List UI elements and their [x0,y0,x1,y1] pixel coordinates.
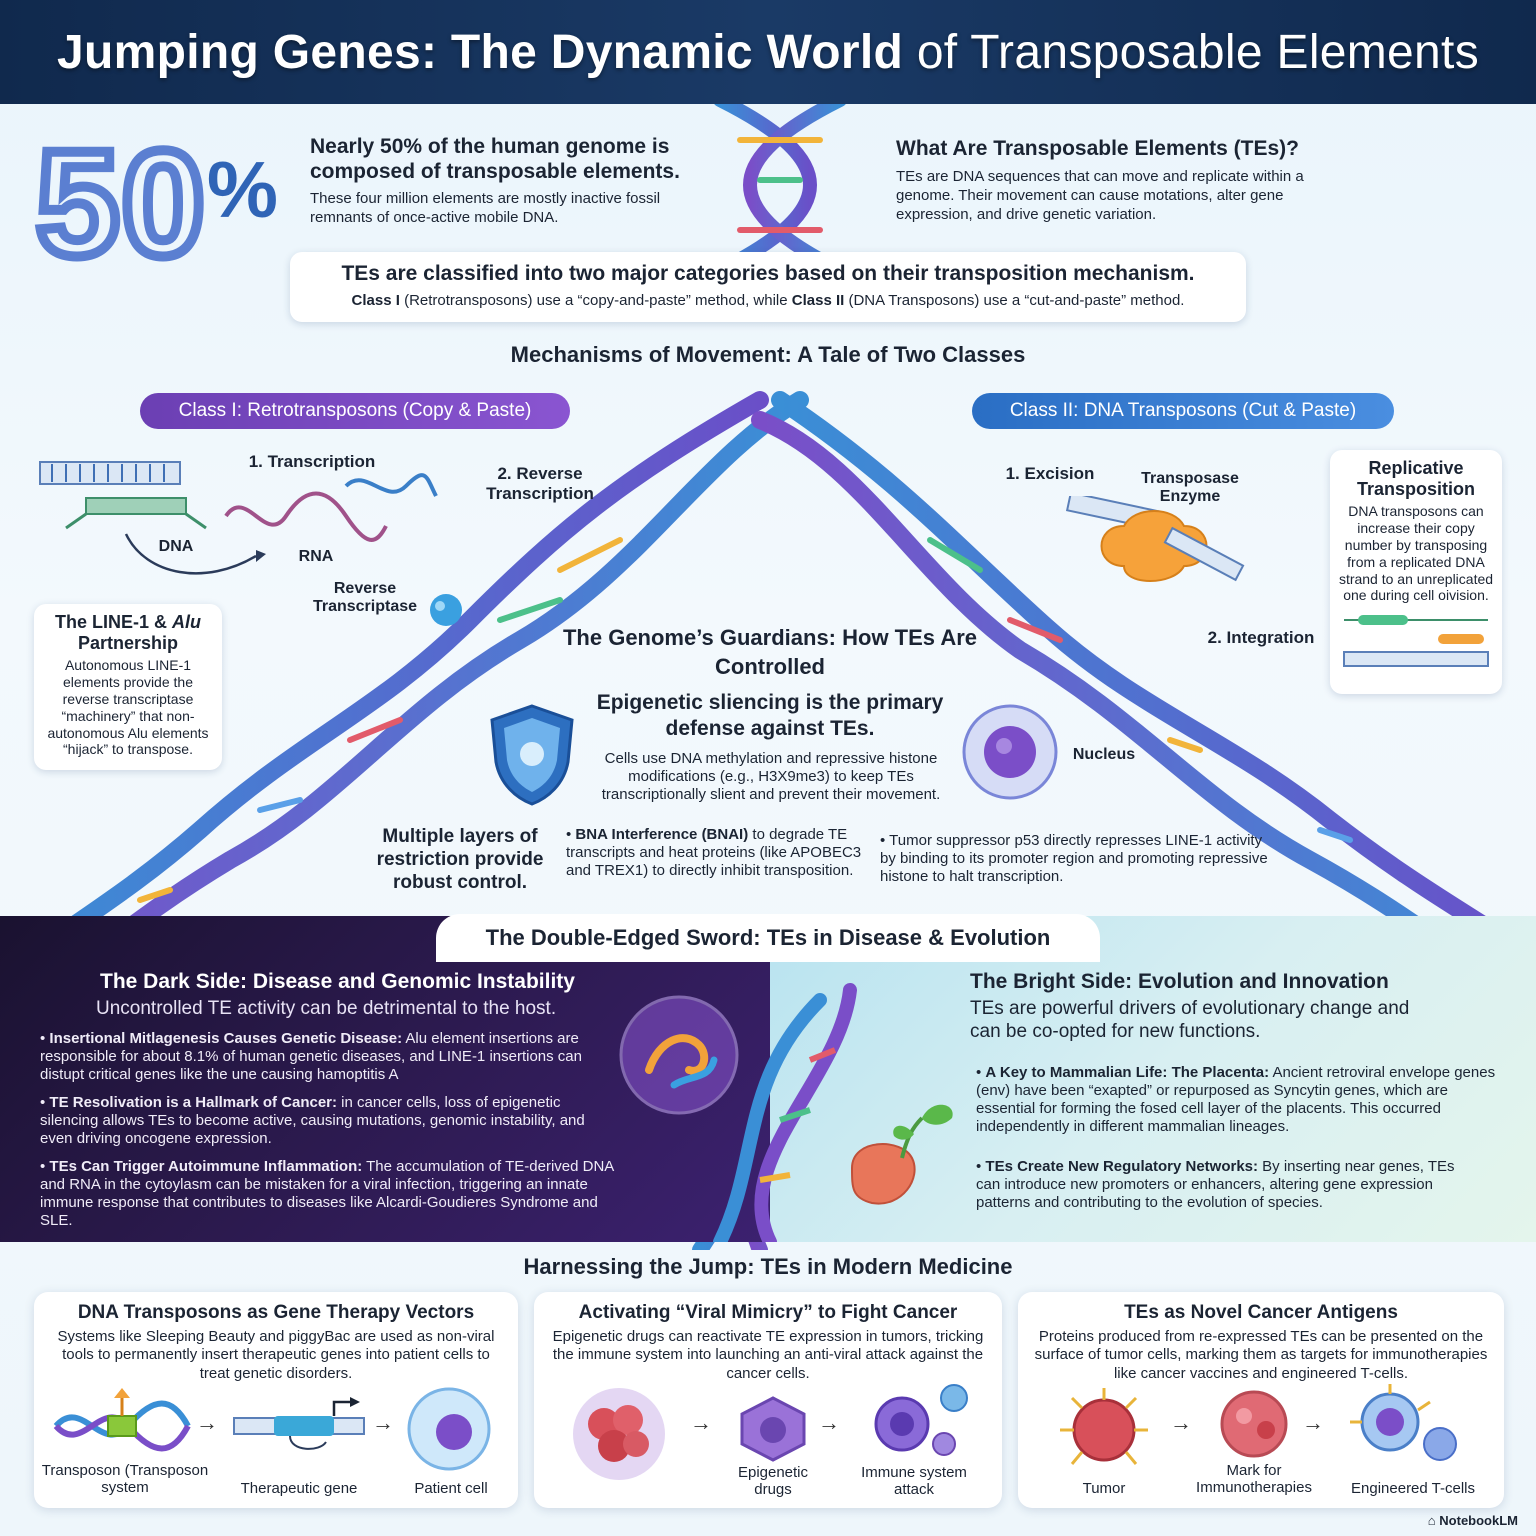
title-bold: Jumping Genes: The Dynamic World [56,25,904,79]
bright-side-heading: The Bright Side: Evolution and Innovatio… [970,970,1389,993]
medicine-title: Harnessing the Jump: TEs in Modern Medic… [523,1254,1013,1279]
guardians-title: The Genome’s Guardians: How TEs Are Cont… [562,625,977,679]
replicative-heading: Replicative Transposition [1356,458,1475,499]
step-reverse-transcription-label: 2. Reverse Transcription [486,464,594,503]
percent-sign: % [206,145,280,234]
classification-headline: TEs are classified into two major catego… [341,262,1195,285]
title-light: of Transposable Elements [916,25,1479,79]
mechanisms-title: Mechanisms of Movement: A Tale of Two Cl… [510,342,1026,367]
card3-caption-tcells: Engineered T-cells [1351,1480,1475,1497]
layers-heading: Multiple layers of restriction provide r… [376,826,544,893]
epigenetic-drug-cell-icon [740,1396,806,1462]
marked-tumor-icon [1220,1390,1288,1458]
nucleus-icon [962,704,1058,800]
step-integration-label: 2. Integration [1207,628,1315,647]
replicative-diagram [1343,615,1489,668]
virus-cell-icon [619,995,739,1115]
card3-arrow-2: → [1302,1410,1324,1435]
card2-text: Epigenetic drugs can reactivate TE expre… [552,1328,984,1382]
card3-caption-tumor: Tumor [1082,1480,1126,1497]
card1-arrow-2: → [372,1410,394,1435]
guardians-bullet-p53: • Tumor suppressor p53 directly represse… [880,832,1268,885]
patient-cell-icon [407,1387,491,1471]
stat-headline: Nearly 50% of the human genome is compos… [310,135,680,184]
card3-arrow-1: → [1170,1410,1192,1435]
dark-bullet-cancer: • TE Resolivation is a Hallmark of Cance… [40,1094,585,1147]
card1-caption-cell: Patient cell [414,1480,488,1497]
card1-caption-transposon: Transposon (Transposon system [41,1462,209,1497]
enzyme-blob-icon [430,594,462,626]
card3-text: Proteins produced from re-expressed TEs … [1034,1328,1488,1382]
sword-title: The Double-Edged Sword: TEs in Disease &… [436,914,1100,962]
dark-side-heading: The Dark Side: Disease and Genomic Insta… [100,970,575,993]
classification-subtext: Class I (Retrotransposons) use a “copy-a… [351,292,1185,309]
brand-icon: ⌂ [1427,1513,1436,1528]
card1-text: Systems like Sleeping Beauty and piggyBa… [57,1328,495,1382]
class1-pill: Class I: Retrotransposons (Copy & Paste) [140,393,570,429]
card1-caption-gene: Therapeutic gene [240,1480,358,1497]
excision-diagram [1065,496,1245,582]
nucleus-label: Nucleus [1072,746,1136,763]
card1-arrow-1: → [196,1410,218,1435]
step-transcription-label: 1. Transcription [248,452,376,471]
engineered-tcell-icon [1350,1384,1457,1461]
brand-label: ⌂ NotebookLM [1427,1513,1518,1528]
dna-helix-art [0,100,1536,1250]
immune-attack-icon [874,1384,968,1456]
stat-subtext: These four million elements are mostly i… [310,190,661,226]
dark-side-subtext: Uncontrolled TE activity can be detrimen… [96,998,557,1019]
card2-arrow-2: → [818,1410,840,1435]
step-excision-label: 1. Excision [1005,464,1095,483]
placenta-sprout-icon [850,1104,953,1205]
transposase-label: Transposase Enzyme [1141,470,1239,506]
card3-caption-mark: Mark for Immunotherapies [1196,1462,1312,1497]
bright-bullet-placenta: • A Key to Mammalian Life: The Placenta:… [976,1064,1496,1135]
class2-pill: Class II: DNA Transposons (Cut & Paste) [972,393,1394,429]
transcription-diagram [39,461,438,575]
card1-heading: DNA Transposons as Gene Therapy Vectors [77,1302,475,1323]
what-headline: What Are Transposable Elements (TEs)? [896,137,1299,160]
dark-bullet-mutagenesis: • Insertional Mitlagenesis Causes Geneti… [40,1030,582,1083]
replicative-text: DNA transposons can increase their copy … [1338,503,1494,604]
card3-heading: TEs as Novel Cancer Antigens [1124,1302,1398,1323]
page-header: Jumping Genes: The Dynamic World of Tran… [0,0,1536,104]
therapeutic-gene-icon [233,1397,365,1450]
tumor-antigen-icon [1060,1388,1148,1465]
guardians-sub-text: Cells use DNA methylation and repressive… [601,750,941,803]
guardians-bullet-rnai: • BNA Interference (BNAI) to degrade TE … [566,826,862,879]
card2-caption-attack: Immune system attack [861,1464,967,1499]
card2-caption-drugs: Epigenetic drugs [737,1464,809,1499]
classification-box: TEs are classified into two major catego… [290,252,1246,322]
dna-label: DNA [158,538,194,555]
bright-side-subtext: TEs are powerful drivers of evolutionary… [970,998,1410,1042]
lower-helix-art [713,983,857,1242]
line1-callout-text: Autonomous LINE-1 elements provide the r… [47,657,209,758]
card2-arrow-1: → [690,1410,712,1435]
card2-heading: Activating “Viral Mimicry” to Fight Canc… [578,1302,958,1323]
rna-label: RNA [298,548,334,565]
shield-icon [490,704,574,806]
reverse-transcriptase-label: Reverse Transcriptase [312,580,418,616]
tumor-cluster-icon [573,1388,665,1480]
big-number: 50 [31,119,210,287]
transposon-helix-icon [53,1388,191,1452]
replicative-callout: Replicative Transposition DNA transposon… [1330,450,1502,694]
dark-bullet-autoimmune: • TEs Can Trigger Autoimmune Inflammatio… [40,1158,614,1229]
guardians-sub-heading: Epigenetic sliencing is the primary defe… [596,691,944,741]
bright-bullet-regulatory: • TEs Create New Regulatory Networks: By… [976,1158,1455,1211]
big-fifty-percent: 50% [31,123,280,283]
page-title: Jumping Genes: The Dynamic World of Tran… [57,25,1479,80]
what-subtext: TEs are DNA sequences that can move and … [896,168,1304,223]
